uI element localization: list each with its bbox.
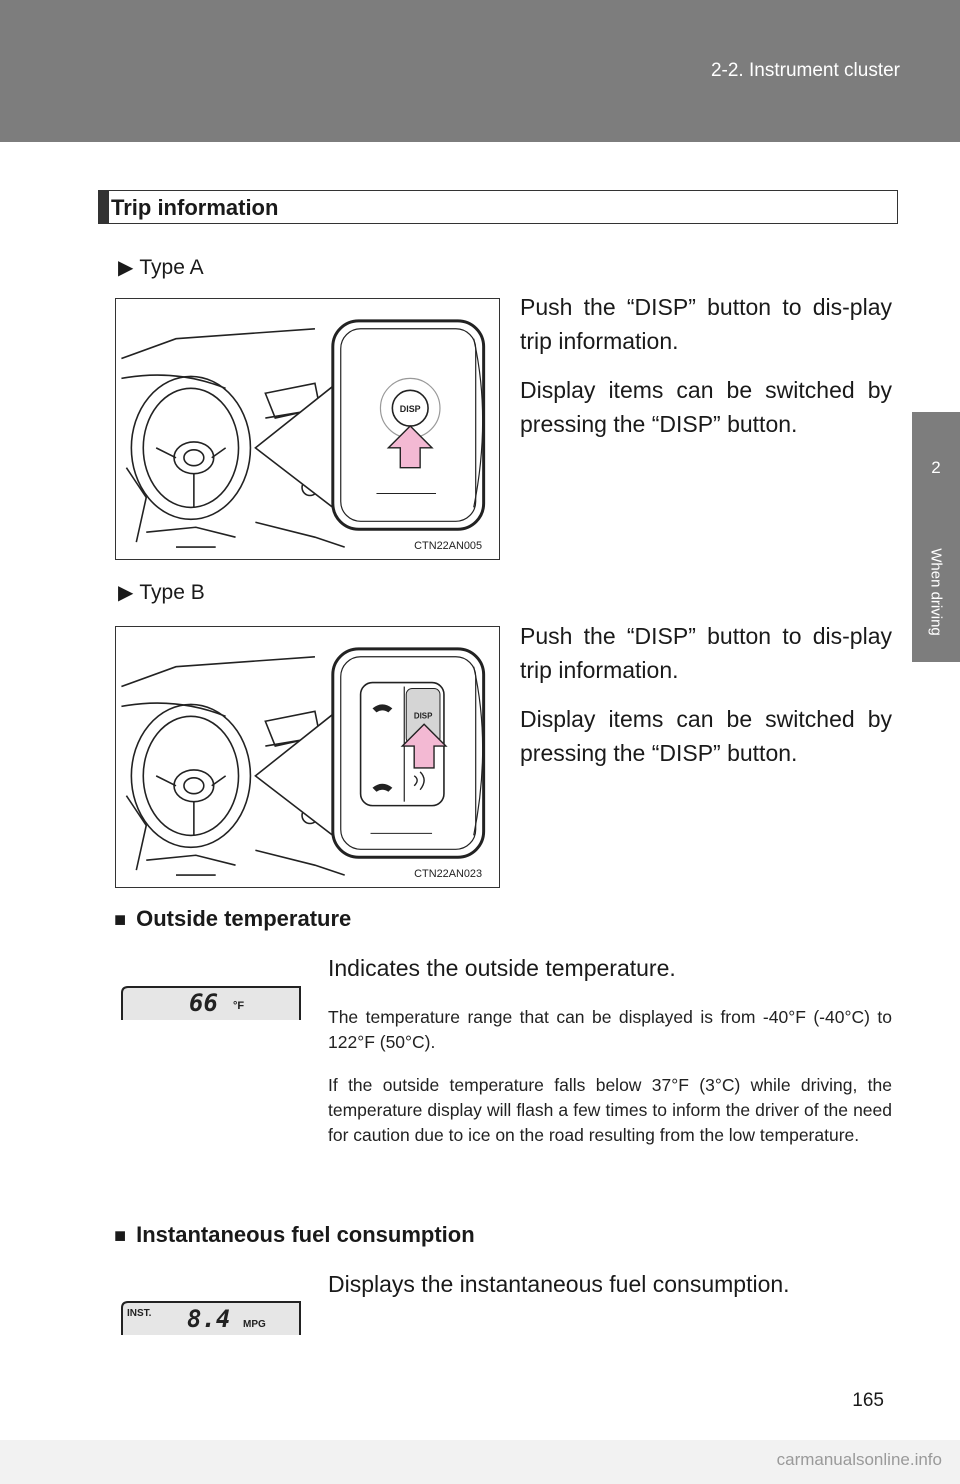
figure-type-b: DISP CTN22AN023	[115, 626, 500, 888]
footer-link[interactable]: carmanualsonline.info	[776, 1450, 942, 1469]
type-a-label: ▶Type A	[118, 255, 204, 280]
square-bullet-icon: ■	[114, 909, 127, 931]
type-b-label-text: Type B	[139, 581, 205, 604]
breadcrumb: 2-2. Instrument cluster	[710, 60, 900, 81]
figure-code-b: CTN22AN023	[414, 868, 482, 880]
disp-button-label-a: DISP	[400, 404, 421, 414]
steering-wheel-illustration-a: DISP CTN22AN005	[121, 319, 486, 552]
chapter-label-box	[912, 517, 960, 662]
chapter-number: 2	[931, 458, 941, 477]
page-number: 165	[852, 1390, 884, 1411]
voice-icon	[413, 771, 425, 791]
outside-temp-note-1: The temperature range that can be displa…	[328, 1007, 892, 1052]
figure-code-a: CTN22AN005	[414, 540, 482, 552]
temperature-display: 66 °F	[121, 985, 301, 1021]
figure-type-a: DISP CTN22AN005	[115, 298, 500, 560]
temperature-value: 66	[189, 989, 218, 1017]
fuel-unit: MPG	[243, 1319, 266, 1330]
triangle-arrow-icon: ▶	[118, 257, 134, 279]
page-header: 2-2. Instrument cluster	[0, 0, 960, 142]
section-heading-bar	[99, 191, 109, 223]
chapter-number-box	[912, 412, 960, 517]
pointer-arrow-icon	[386, 425, 434, 469]
type-a-label-text: Type A	[139, 256, 204, 279]
fuel-lead: Displays the instantaneous fuel consumpt…	[328, 1271, 790, 1297]
temperature-unit: °F	[233, 1000, 244, 1012]
fuel-heading: ■ Instantaneous fuel consumption	[114, 1222, 475, 1248]
phone-off-hook-icon	[372, 704, 393, 713]
type-b-label: ▶Type B	[118, 580, 205, 605]
disp-button-label-b: DISP	[414, 711, 433, 720]
fuel-prefix: INST.	[127, 1308, 152, 1319]
fuel-value: 8.4	[187, 1305, 230, 1333]
outside-temp-heading-text: Outside temperature	[136, 906, 352, 931]
outside-temp-note-2: If the outside temperature falls below 3…	[328, 1075, 892, 1145]
type-b-text-1: Push the “DISP” button to dis-play trip …	[520, 623, 892, 683]
steering-wheel-illustration-b: DISP CTN22AN023	[121, 647, 486, 880]
phone-on-hook-icon	[372, 783, 393, 792]
fuel-display: INST. 8.4 MPG	[121, 1300, 301, 1336]
pointer-arrow-icon	[400, 723, 448, 769]
outside-temp-lead: Indicates the outside temperature.	[328, 955, 676, 981]
triangle-arrow-icon: ▶	[118, 582, 134, 604]
fuel-heading-text: Instantaneous fuel consumption	[136, 1222, 475, 1247]
footer-band	[0, 1440, 960, 1484]
section-heading-text: Trip information	[111, 195, 279, 220]
chapter-label: When driving	[927, 548, 945, 636]
square-bullet-icon: ■	[114, 1225, 127, 1247]
type-a-text-2: Display items can be switched by pressin…	[520, 377, 892, 437]
type-b-text-2: Display items can be switched by pressin…	[520, 706, 892, 766]
chapter-tab	[912, 142, 960, 1484]
section-heading: Trip information	[98, 190, 898, 224]
outside-temp-heading: ■ Outside temperature	[114, 906, 351, 932]
type-a-text-1: Push the “DISP” button to dis-play trip …	[520, 294, 892, 354]
